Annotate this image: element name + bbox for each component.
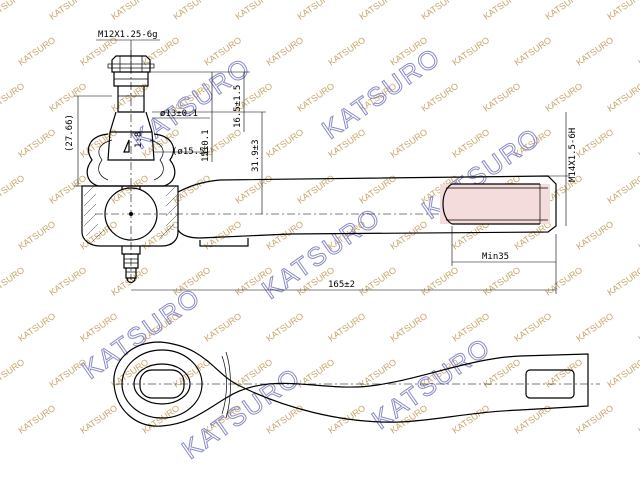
watermark-small: KATSURO	[233, 0, 274, 22]
watermark-small: KATSURO	[512, 35, 553, 68]
watermark-small: KATSURO	[419, 265, 460, 298]
watermark-small: KATSURO	[543, 357, 584, 390]
dim-d13: ø13±0.1	[160, 109, 198, 119]
watermark-small: KATSURO	[0, 81, 26, 114]
watermark-small: KATSURO	[16, 127, 57, 160]
watermark-small: KATSURO	[574, 35, 615, 68]
watermark-small: KATSURO	[16, 219, 57, 252]
watermark-small: KATSURO	[202, 311, 243, 344]
plan-view	[113, 341, 600, 427]
watermark-small: KATSURO	[109, 0, 150, 22]
watermark-small: KATSURO	[16, 403, 57, 436]
dim-15: 15±0.1	[201, 129, 211, 162]
watermark-small: KATSURO	[0, 0, 26, 22]
threaded-bore	[452, 183, 540, 225]
watermark-small: KATSURO	[16, 35, 57, 68]
watermark-small: KATSURO	[636, 35, 640, 68]
watermark-small: KATSURO	[543, 265, 584, 298]
watermark-small: KATSURO	[109, 265, 150, 298]
grease-fitting	[121, 246, 141, 255]
watermark-small: KATSURO	[357, 0, 398, 22]
dim-16-5: 16.5±1.5	[233, 85, 243, 128]
watermark-small: KATSURO	[264, 35, 305, 68]
castle-nut	[111, 55, 151, 73]
watermark-small: KATSURO	[140, 403, 181, 436]
watermark-small: KATSURO	[450, 403, 491, 436]
dim-27-66: (27.66)	[65, 114, 75, 152]
watermark-small: KATSURO	[0, 265, 26, 298]
watermark-small: KATSURO	[636, 127, 640, 160]
watermark-small: KATSURO	[636, 219, 640, 252]
end-flat	[525, 369, 575, 399]
watermark-small: KATSURO	[605, 0, 640, 22]
watermark-small: KATSURO	[636, 311, 640, 344]
watermark-small: KATSURO	[109, 173, 150, 206]
watermark-small: KATSURO	[47, 0, 88, 22]
watermark-small: KATSURO	[388, 311, 429, 344]
watermark-small: KATSURO	[295, 0, 336, 22]
watermark-small: KATSURO	[512, 311, 553, 344]
watermark-small: KATSURO	[450, 35, 491, 68]
watermark-small: KATSURO	[16, 311, 57, 344]
dimension-annotations: M12X1.25-6g (27.66) 16.5±1.5 15±0.1 31.9…	[65, 30, 578, 294]
watermark-small: KATSURO	[47, 81, 88, 114]
watermark-small: KATSURO	[326, 35, 367, 68]
threaded-bore-fill	[440, 184, 550, 224]
dim-thread-side: M14X1.5-6H	[568, 128, 578, 182]
watermark-small: KATSURO	[574, 219, 615, 252]
top-view	[81, 50, 557, 284]
dim-length: 165±2	[328, 280, 355, 290]
watermark-small: KATSURO	[233, 173, 274, 206]
watermark-small: KATSURO	[481, 265, 522, 298]
watermark-small: KATSURO	[481, 81, 522, 114]
watermark-small: KATSURO	[636, 403, 640, 436]
tie-rod-arm	[177, 175, 557, 239]
watermark-small: KATSURO	[543, 81, 584, 114]
watermark-small: KATSURO	[419, 0, 460, 22]
watermark-small: KATSURO	[295, 173, 336, 206]
watermark-small: KATSURO	[605, 81, 640, 114]
watermark-small: KATSURO	[605, 265, 640, 298]
watermark-small: KATSURO	[326, 311, 367, 344]
watermark-small: KATSURO	[388, 219, 429, 252]
watermark-small: KATSURO	[543, 0, 584, 22]
watermark-small: KATSURO	[78, 403, 119, 436]
watermark-small: KATSURO	[47, 265, 88, 298]
watermark-small: KATSURO	[574, 403, 615, 436]
dim-taper: 1:8	[134, 132, 144, 148]
watermark-small: KATSURO	[481, 0, 522, 22]
socket-housing	[81, 185, 179, 247]
watermark-small: KATSURO	[171, 0, 212, 22]
dim-31-9: 31.9±3	[251, 139, 261, 172]
dim-min35: Min35	[482, 252, 509, 262]
watermark-small: KATSURO	[512, 403, 553, 436]
watermark-small: KATSURO	[0, 357, 26, 390]
watermark-small: KATSURO	[605, 357, 640, 390]
dim-thread-top: M12X1.25-6g	[98, 30, 158, 40]
arm-outline	[113, 341, 589, 427]
watermark-small: KATSURO	[295, 81, 336, 114]
watermark-small: KATSURO	[605, 173, 640, 206]
watermark-small: KATSURO	[0, 173, 26, 206]
dim-d15-5: (ø15.5)	[172, 147, 210, 157]
ball-stud	[104, 187, 158, 241]
watermark-small: KATSURO	[388, 127, 429, 160]
watermark-small: KATSURO	[357, 265, 398, 298]
watermark-small: KATSURO	[574, 311, 615, 344]
watermark-small: KATSURO	[202, 219, 243, 252]
watermark-small: KATSURO	[264, 311, 305, 344]
watermark-small: KATSURO	[574, 127, 615, 160]
watermark-small: KATSURO	[264, 127, 305, 160]
watermark-small: KATSURO	[419, 81, 460, 114]
